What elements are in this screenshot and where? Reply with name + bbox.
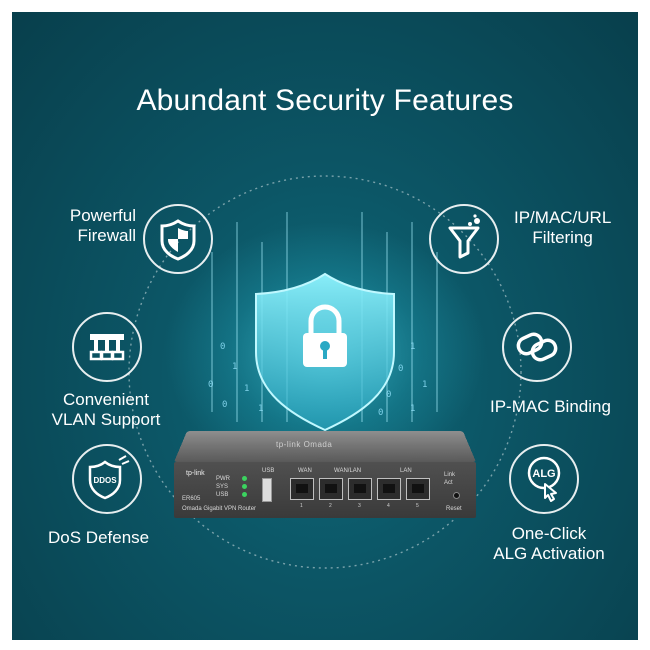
feature-panel: 0 1 0 1 0 1 1 0 1 0 1 0 Abundant Securit…	[12, 12, 638, 640]
led-pwr	[242, 476, 247, 481]
vlan-icon	[72, 312, 142, 382]
router-top-brand: tp-link Omada	[276, 440, 333, 449]
feature-label-ip-mac-url: IP/MAC/URL Filtering	[514, 208, 612, 247]
ddos-shield-icon: DDOS	[72, 444, 142, 514]
router-model: ER605	[182, 496, 201, 502]
alg-click-icon: ALG	[509, 444, 579, 514]
port-5	[406, 478, 430, 500]
feature-label-ip-mac-binding: IP-MAC Binding	[490, 397, 611, 416]
shield-lock-graphic	[255, 272, 395, 432]
feature-label-alg: One-Click ALG Activation	[493, 524, 605, 563]
link-chain-icon	[502, 312, 572, 382]
feature-label-dos: DoS Defense	[48, 528, 150, 547]
filter-icon	[429, 204, 499, 274]
router-logo: tp-link	[186, 470, 205, 477]
page-title: Abundant Security Features	[136, 84, 514, 117]
port-3	[348, 478, 372, 500]
reset-button	[453, 492, 460, 499]
led-usb	[242, 492, 247, 497]
router-subtitle: Omada Gigabit VPN Router	[182, 506, 257, 512]
port-4	[377, 478, 401, 500]
led-sys	[242, 484, 247, 489]
usb-port	[262, 478, 272, 502]
port-1	[290, 478, 314, 500]
router-front-panel: tp-link ER605 Omada Gigabit VPN Router P…	[174, 462, 476, 518]
svg-text:ALG: ALG	[532, 468, 555, 480]
shield-icon	[143, 204, 213, 274]
port-2	[319, 478, 343, 500]
feature-label-vlan: Convenient VLAN Support	[51, 390, 161, 429]
svg-text:DDOS: DDOS	[93, 476, 117, 485]
feature-label-firewall: Powerful Firewall	[69, 206, 136, 245]
background-graphics	[128, 175, 522, 569]
